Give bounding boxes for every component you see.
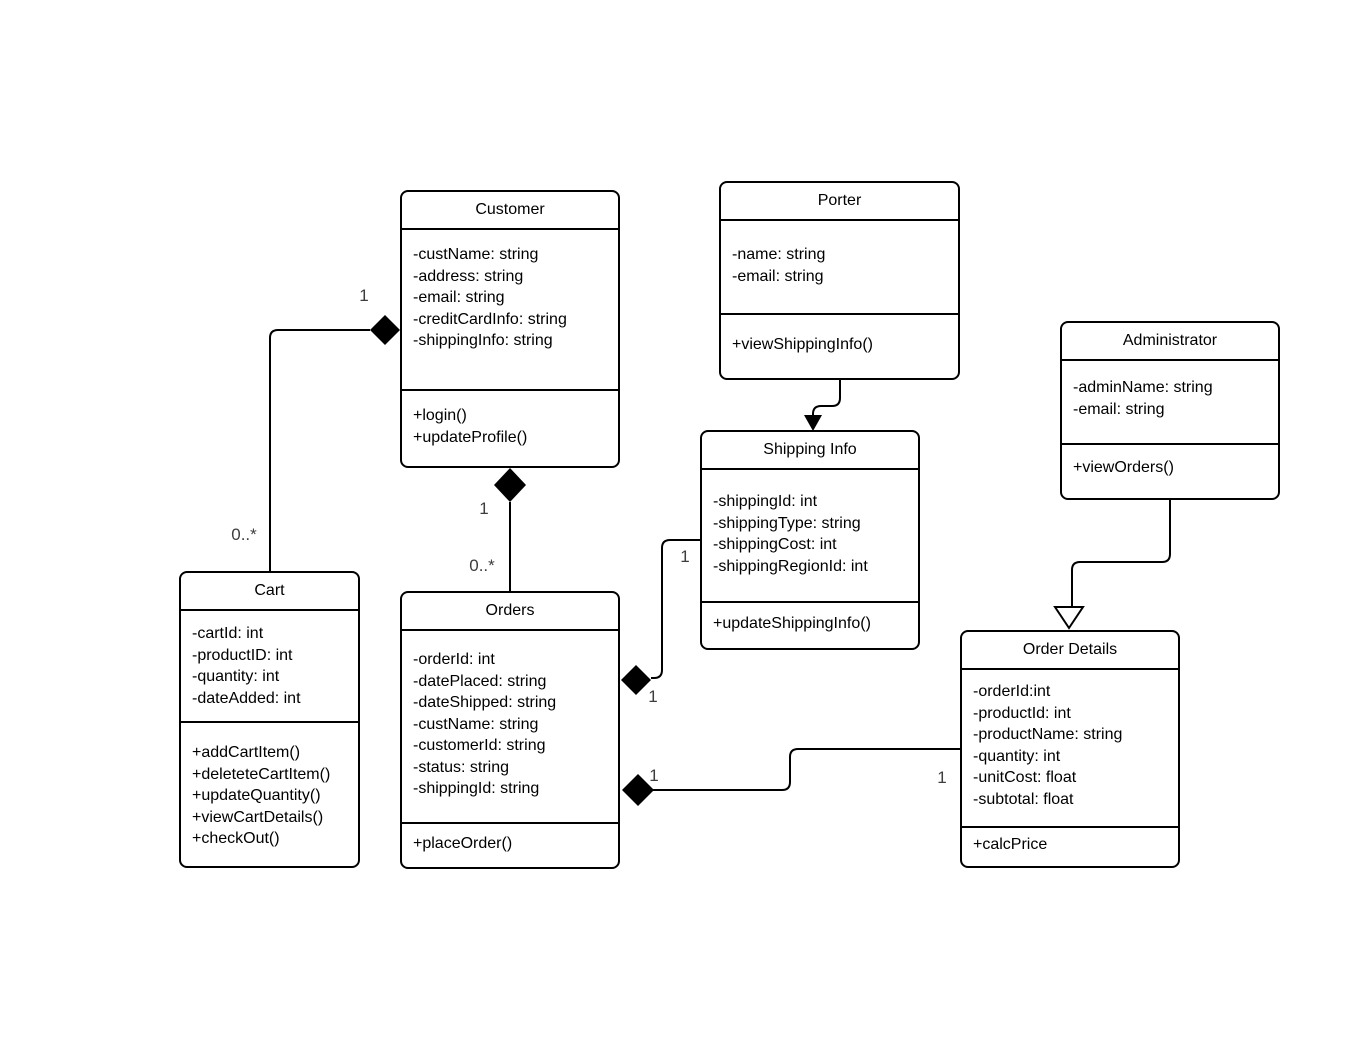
- customer-attributes: -custName: string -address: string -emai…: [402, 228, 618, 389]
- class-box-cart: Cart -cartId: int -productID: int -quant…: [179, 571, 360, 868]
- class-box-administrator: Administrator -adminName: string -email:…: [1060, 321, 1280, 500]
- arrowhead-porter-shippinginfo: [804, 415, 822, 431]
- administrator-class-name: Administrator: [1122, 332, 1218, 349]
- multiplicity-orders-side-orderdetails: 1: [649, 766, 659, 785]
- customer-class-name: Customer: [475, 201, 545, 218]
- class-box-shipping-info: Shipping Info -shippingId: int -shipping…: [700, 430, 920, 650]
- association-line-orders-orderdetails: [653, 748, 960, 791]
- multiplicity-customer-orders: 1: [479, 499, 489, 518]
- orders-attributes: -orderId: int -datePlaced: string -dateS…: [402, 629, 618, 822]
- shipping-info-attributes: -shippingId: int -shippingType: string -…: [702, 468, 918, 601]
- orders-methods: +placeOrder(): [402, 822, 618, 867]
- association-line-cart-customer: [269, 329, 370, 571]
- administrator-attributes: -adminName: string -email: string: [1062, 359, 1278, 443]
- order-details-methods: +calcPrice: [962, 826, 1178, 866]
- class-box-porter: Porter -name: string -email: string +vie…: [719, 181, 960, 380]
- shipping-info-class-name: Shipping Info: [763, 441, 857, 458]
- porter-attributes: -name: string -email: string: [721, 219, 958, 313]
- multiplicity-orders-side-shippinginfo: 1: [648, 687, 658, 706]
- composition-diamond-customer-left: [370, 315, 400, 345]
- composition-diamond-customer-bottom: [494, 468, 526, 502]
- multiplicity-cart-customer: 0..*: [231, 525, 257, 544]
- cart-methods: +addCartItem() +deleteteCartItem() +upda…: [181, 721, 358, 866]
- cart-class-name: Cart: [254, 582, 285, 599]
- multiplicity-orders-customer: 0..*: [469, 556, 495, 575]
- multiplicity-customer-cart: 1: [359, 286, 369, 305]
- composition-diamond-orders-shippinginfo: [621, 665, 651, 695]
- order-details-attributes: -orderId:int -productId: int -productNam…: [962, 668, 1178, 826]
- association-line-administrator-orderdetails: [1071, 500, 1171, 606]
- association-line-porter-shippinginfo: [812, 380, 841, 417]
- order-details-class-name: Order Details: [1022, 641, 1118, 658]
- class-box-order-details: Order Details -orderId:int -productId: i…: [960, 630, 1180, 868]
- association-line-shippinginfo-orders: [651, 539, 700, 679]
- cart-attributes: -cartId: int -productID: int -quantity: …: [181, 609, 358, 721]
- generalization-triangle-orderdetails: [1053, 606, 1085, 630]
- porter-class-name: Porter: [817, 192, 862, 209]
- multiplicity-orderdetails-side: 1: [937, 768, 947, 787]
- multiplicity-shippinginfo-side: 1: [680, 547, 690, 566]
- porter-methods: +viewShippingInfo(): [721, 313, 958, 378]
- class-box-orders: Orders -orderId: int -datePlaced: string…: [400, 591, 620, 869]
- shipping-info-methods: +updateShippingInfo(): [702, 601, 918, 648]
- composition-diamond-orders-orderdetails: [622, 774, 654, 806]
- administrator-methods: +viewOrders(): [1062, 443, 1278, 498]
- class-box-customer: Customer -custName: string -address: str…: [400, 190, 620, 468]
- orders-class-name: Orders: [485, 602, 535, 619]
- customer-methods: +login() +updateProfile(): [402, 389, 618, 466]
